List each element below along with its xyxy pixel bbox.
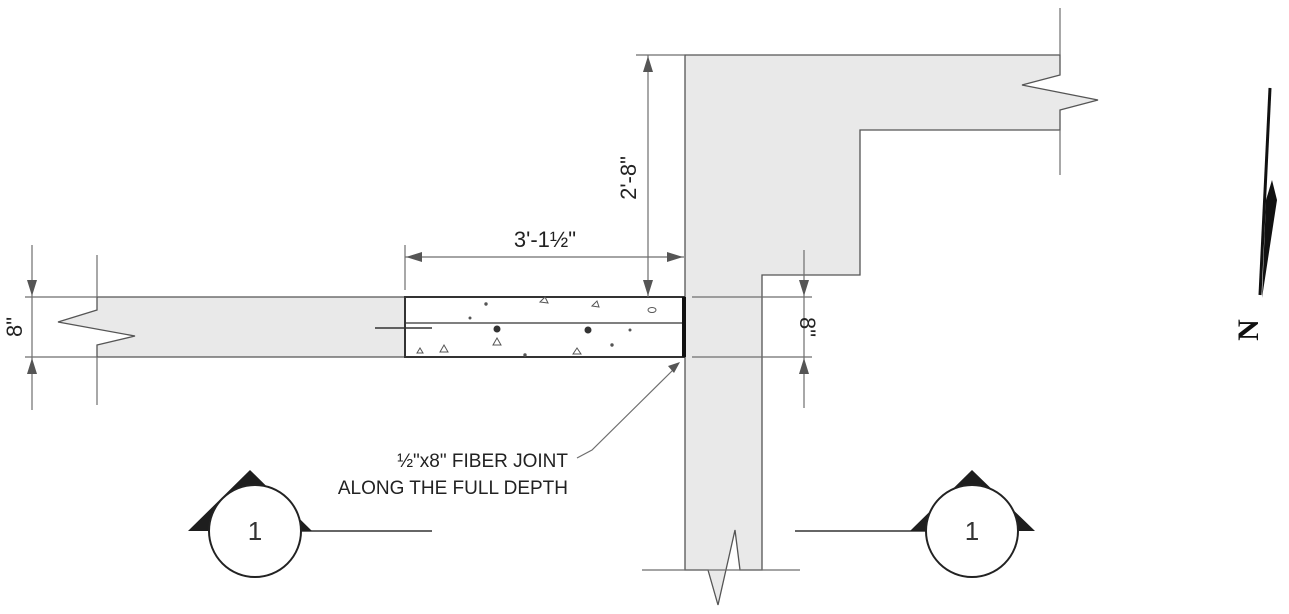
dimension-wall-height-text: 2'-8" [616,156,641,200]
dimension-right-thickness-text: 8" [795,317,820,337]
rebar-dot [584,326,592,334]
concrete-wall [684,54,1099,606]
section-marker-left-label: 1 [248,516,262,546]
concrete-slab-left [57,296,406,358]
aggregate-stipple [416,296,657,357]
rebar-dot [493,325,501,333]
dimension-slab-length [404,245,684,290]
section-marker-left [188,470,432,578]
dimension-slab-length-text: 3'-1½" [514,227,576,252]
note-line-2: ALONG THE FULL DEPTH [338,478,568,499]
section-marker-right [795,470,1035,578]
section-marker-right-label: 1 [965,516,979,546]
dimension-left-thickness-text: 8" [2,317,27,337]
dimension-wall-height [636,54,685,297]
note-line-1: ½"x8" FIBER JOINT [397,451,568,472]
dimension-right-thickness [799,250,809,408]
concrete-slab-section [404,296,685,358]
north-arrow-label: N [1232,319,1265,341]
north-arrow-icon [1258,87,1277,298]
dimension-left-thickness [27,245,37,410]
joint-leader [576,362,680,459]
